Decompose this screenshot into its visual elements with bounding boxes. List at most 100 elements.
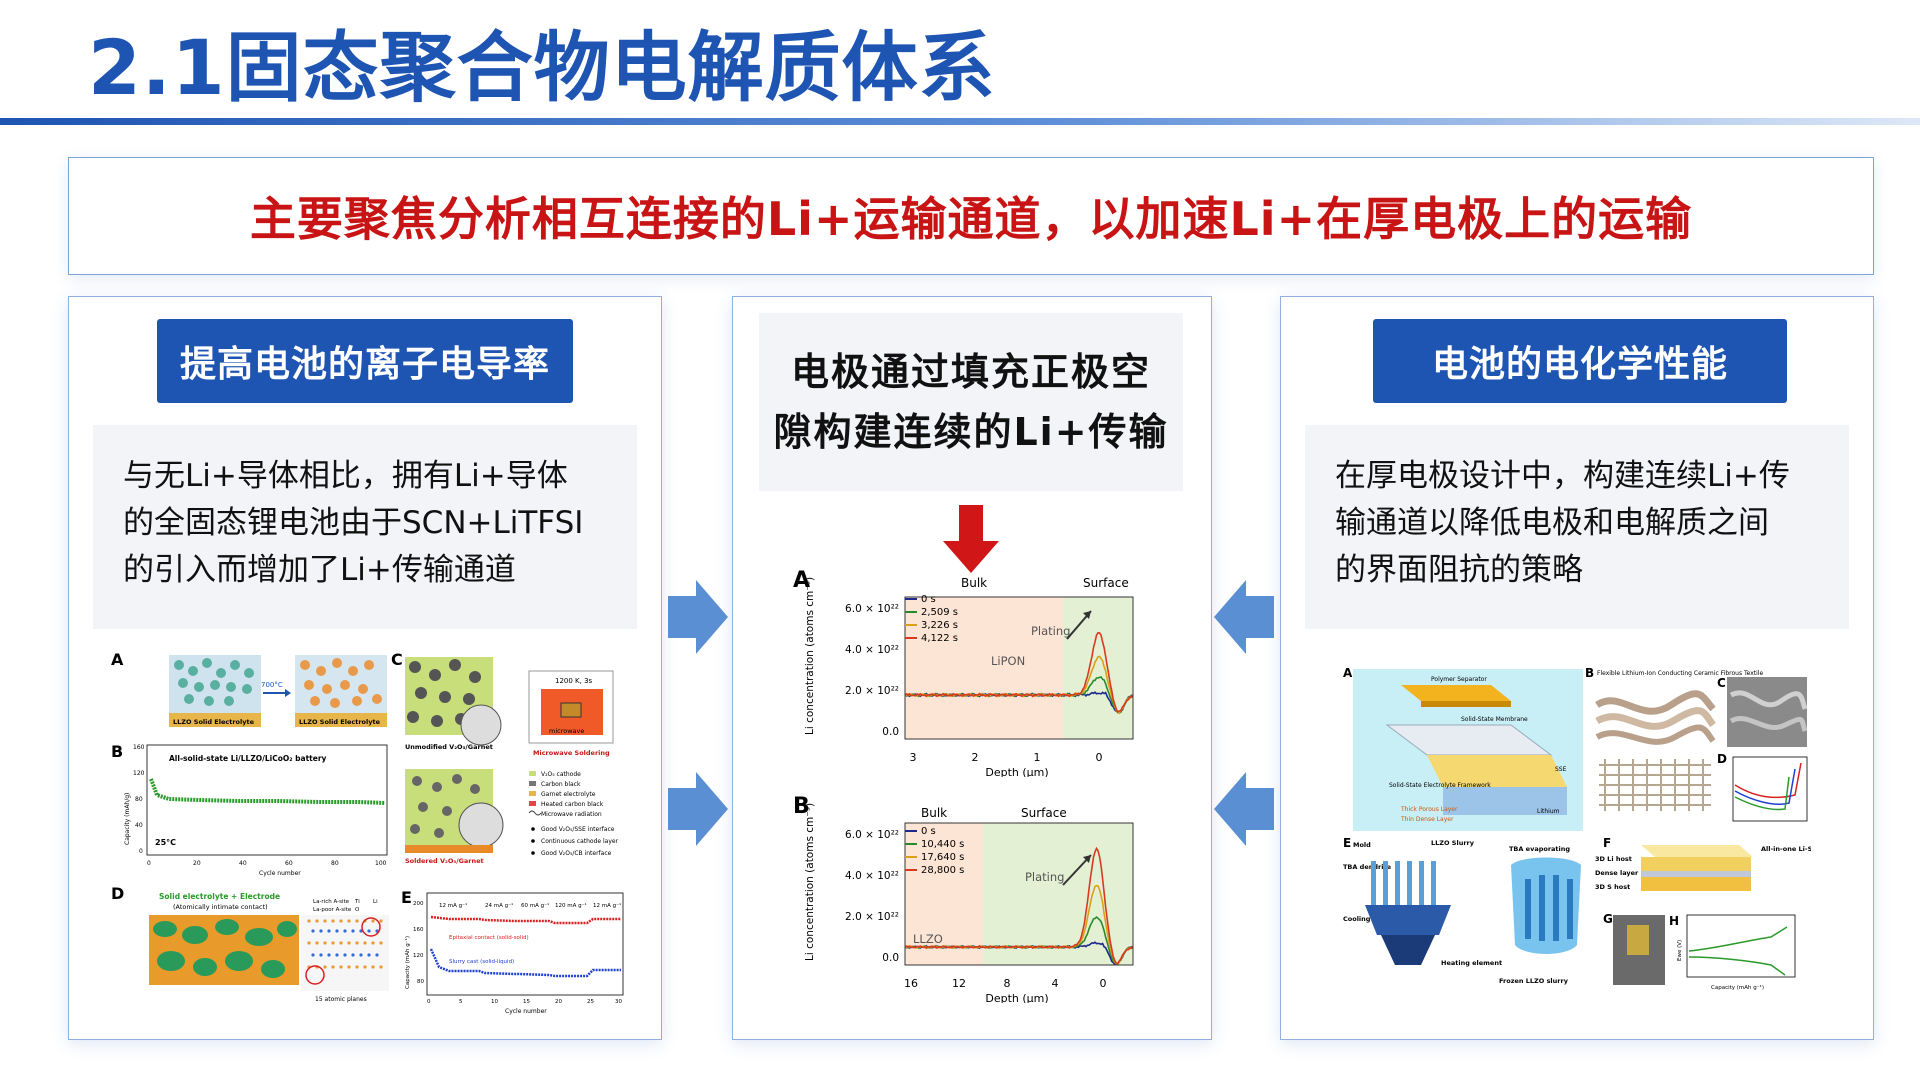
- rfig-label-e: E: [1343, 836, 1351, 850]
- right-line-2: 输通道以降低电极和电解质之间: [1335, 505, 1769, 541]
- chart-a-annot-lipon: LiPON: [991, 654, 1025, 668]
- fig-c-legend-4: Microwave radiation: [541, 811, 602, 818]
- fig-b-tick-x-3: 60: [285, 860, 293, 867]
- chart-a-frame: [904, 596, 1134, 740]
- chart-a-xtick-2: 1: [1034, 751, 1041, 764]
- arrow-left-icon-lower: [1214, 772, 1274, 846]
- rfig-label-d: D: [1717, 752, 1727, 766]
- rfig-f-layer-2: 3D S host: [1595, 883, 1630, 891]
- rfig-f-layer-1: Dense layer: [1595, 869, 1639, 877]
- fig-c-legend-3: Heated carbon black: [541, 801, 604, 808]
- fig-d-legend-2: Ti: [354, 899, 360, 905]
- left-line-3: 的引入而增加了Li+传输通道: [123, 552, 516, 588]
- summary-text: 主要聚焦分析相互连接的Li+运输通道，以加速Li+在厚电极上的运输: [249, 192, 1693, 246]
- chart-b-surface-region: [983, 823, 1133, 965]
- right-figure: A Polymer Separator Solid-State Membrane…: [1343, 666, 1811, 991]
- fig-e-blue: Slurry cast (solid-liquid): [449, 959, 514, 965]
- fig-c-soldered: Soldered V₂O₅/Garnet: [405, 857, 484, 865]
- right-heading: 电池的电化学性能: [1373, 319, 1787, 403]
- left-figure: A LLZO Solid Electrolyte 700°C LLZO Soli…: [111, 650, 624, 1015]
- rfig-label-h: H: [1669, 914, 1679, 928]
- chart-b-region-bulk: Bulk: [921, 806, 947, 820]
- chart-a-legend-1: 2,509 s: [921, 607, 958, 618]
- fig-d-planes: 15 atomic planes: [315, 996, 367, 1003]
- fig-label-c: C: [391, 650, 403, 669]
- fig-e-tick-y-2: 120: [413, 953, 424, 959]
- fig-e-rate-1: 24 mA g⁻¹: [485, 902, 513, 909]
- chart-b-xtick-2: 8: [1004, 977, 1011, 990]
- chart-b: B Bulk Surface LLZO Plating 0 s 10,440 s…: [793, 795, 1134, 1003]
- rfig-label-c: C: [1717, 676, 1726, 690]
- fig-b-tick-x-4: 80: [331, 860, 339, 867]
- left-line-1: 与无Li+导体相比，拥有Li+导体: [123, 458, 568, 494]
- chart-b-ytick-3: 6.0 × 10²²: [845, 829, 899, 841]
- right-panel: 电池的电化学性能 在厚电极设计中，构建连续Li+传 输通道以降低电极和电解质之间…: [1280, 296, 1874, 1040]
- rfig-f-label: All-in-one Li-S Battery: [1761, 845, 1811, 853]
- fig-d-legend-3: O: [355, 907, 360, 913]
- chart-a-xtick-0: 3: [910, 751, 917, 764]
- fig-c-bullet-0: Good V₂O₅/SSE interface: [541, 826, 615, 833]
- rfig-a-frame: Solid-State Electrolyte Framework: [1389, 782, 1491, 789]
- fig-e-rate-2: 60 mA g⁻¹: [521, 902, 549, 909]
- chart-a-annot-plating: Plating: [1031, 624, 1070, 638]
- fig-c-1200: 1200 K, 3s: [555, 677, 593, 685]
- chart-a-ytick-2: 4.0 × 10²²: [845, 644, 899, 656]
- chart-b-legend-3: 28,800 s: [921, 865, 964, 876]
- fig-e-tick-x-6: 30: [615, 999, 622, 1005]
- arrow-right-icon-lower: [668, 772, 728, 846]
- arrow-right-icon-upper: [668, 580, 728, 654]
- fig-e-tick-y-0: 200: [413, 901, 424, 907]
- middle-heading-line-2: 隙构建连续的Li+传输: [773, 410, 1169, 454]
- fig-label-b: B: [111, 742, 123, 761]
- rfig-a-mem: Solid-State Membrane: [1461, 716, 1528, 723]
- fig-b-temp: 25°C: [155, 838, 176, 847]
- rfig-a-sep: Polymer Separator: [1431, 676, 1487, 683]
- fig-e-tick-x-2: 10: [491, 999, 498, 1005]
- rfig-e-evap: TBA evaporating: [1509, 845, 1570, 853]
- rfig-label-f: F: [1603, 836, 1611, 850]
- left-panel: 提高电池的离子电导率 与无Li+导体相比，拥有Li+导体 的全固态锂电池由于SC…: [68, 296, 662, 1040]
- chart-a-region-surface: Surface: [1083, 576, 1129, 590]
- fig-b-tick-y-3: 40: [135, 822, 143, 829]
- chart-a-ytick-0: 0.0: [882, 726, 899, 738]
- fig-b-title: All-solid-state Li/LLZO/LiCoO₂ battery: [169, 754, 327, 763]
- chart-a-legend-2: 3,226 s: [921, 620, 958, 631]
- rfig-label-g: G: [1603, 912, 1613, 926]
- fig-c-legend-1: Carbon black: [541, 781, 581, 788]
- chart-a-surface-region: [1063, 597, 1133, 739]
- chart-a-legend-3: 4,122 s: [921, 633, 958, 644]
- fig-e-y: Capacity (mAh g⁻¹): [404, 936, 411, 989]
- chart-b-label: B: [793, 795, 810, 819]
- fig-b-tick-x-5: 100: [375, 860, 387, 867]
- chart-b-legend-0: 0 s: [921, 826, 936, 837]
- fig-e-x: Cycle number: [505, 1008, 547, 1015]
- fig-temp: 700°C: [261, 681, 283, 689]
- fig-c-solder: Microwave Soldering: [533, 749, 610, 757]
- chart-b-region-surface: Surface: [1021, 806, 1067, 820]
- chart-b-bulk-region: [905, 823, 983, 965]
- fig-b-tick-y-4: 0: [139, 848, 143, 855]
- chart-a-legend-0: 0 s: [921, 594, 936, 605]
- rfig-h-y: Ewe (V): [1677, 940, 1683, 961]
- chart-b-annot-llzo: LLZO: [913, 932, 943, 946]
- left-description: 与无Li+导体相比，拥有Li+导体 的全固态锂电池由于SCN+LiTFSI 的引…: [93, 425, 637, 629]
- fig-llzo-1: LLZO Solid Electrolyte: [173, 718, 255, 726]
- chart-a-ytick-3: 6.0 × 10²²: [845, 603, 899, 615]
- chart-a-xtick-1: 2: [972, 751, 979, 764]
- chart-b-series-3: [904, 846, 1134, 965]
- fig-b-tick-y-1: 120: [133, 770, 145, 777]
- chart-a-region-bulk: Bulk: [961, 576, 987, 590]
- right-description: 在厚电极设计中，构建连续Li+传 输通道以降低电极和电解质之间 的界面阻抗的策略: [1305, 425, 1849, 629]
- fig-d-sub: (Atomically intimate contact): [173, 903, 268, 911]
- chart-b-frame: [904, 822, 1134, 966]
- chart-a-xlabel: Depth (μm): [985, 766, 1048, 777]
- rfig-e-slurry: LLZO Slurry: [1431, 839, 1475, 847]
- left-line-2: 的全固态锂电池由于SCN+LiTFSI: [123, 505, 584, 541]
- fig-e-tick-x-3: 15: [523, 999, 530, 1005]
- arrow-left-icon-upper: [1214, 580, 1274, 654]
- rfig-e-frozen: Frozen LLZO slurry: [1499, 977, 1569, 985]
- rfig-f-layer-0: 3D Li host: [1595, 855, 1632, 863]
- fig-b-tick-y-2: 80: [135, 796, 143, 803]
- fig-c-bullet-1: Continuous cathode layer: [541, 838, 619, 845]
- down-arrow-icon: [943, 505, 999, 573]
